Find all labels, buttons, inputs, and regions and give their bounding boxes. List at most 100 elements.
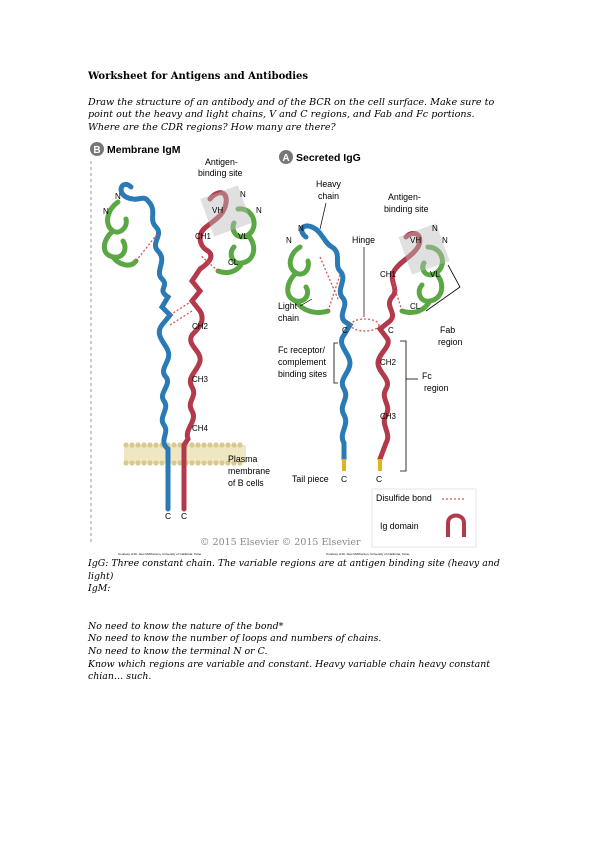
- igg-c-1: C: [342, 326, 348, 335]
- igm-light-chain-right: [215, 206, 257, 276]
- plasma-membrane-label-3: of B cells: [228, 478, 264, 488]
- lipid-head: [153, 442, 159, 448]
- legend-ig-domain-label: Ig domain: [380, 521, 419, 531]
- lipid-head: [135, 442, 141, 448]
- light-chain-label-2: chain: [278, 313, 299, 323]
- lipid-head: [225, 442, 231, 448]
- fab-label-2: region: [438, 337, 463, 347]
- igg-ch3-label: CH3: [380, 412, 397, 421]
- igm-c-right: C: [181, 511, 187, 521]
- lipid-head: [237, 460, 243, 466]
- lipid-head: [159, 460, 165, 466]
- lipid-head: [153, 460, 159, 466]
- lipid-head: [141, 460, 147, 466]
- lipid-head: [213, 442, 219, 448]
- igm-cl-label: CL: [228, 258, 239, 267]
- panel-b-letter: B: [93, 145, 100, 156]
- heavy-chain-label-2: chain: [318, 191, 339, 201]
- igg-c-2: C: [388, 326, 394, 335]
- panel-a-letter: A: [282, 153, 289, 164]
- instructions-text: Draw the structure of an antibody and of…: [88, 97, 495, 133]
- igm-ch1-label: CH1: [195, 232, 212, 241]
- lipid-head: [201, 442, 207, 448]
- panel-a-title: Secreted IgG: [296, 152, 361, 164]
- fc-receptor-label-2: complement: [278, 357, 326, 367]
- igg-light-chain-right: [399, 244, 445, 316]
- panel-b-title: Membrane IgM: [107, 144, 181, 156]
- igm-vl-label: VL: [238, 232, 248, 241]
- notes: IgG: Three constant chain. The variable …: [88, 558, 508, 684]
- lipid-head: [135, 460, 141, 466]
- lipid-head: [141, 442, 147, 448]
- fc-region-label-1: Fc: [422, 371, 432, 381]
- igg-antigen-label-2: binding site: [384, 204, 429, 214]
- lipid-head: [219, 460, 225, 466]
- credit-left: Courtesy of Dr. Alex McPherson, Universi…: [118, 552, 202, 556]
- fab-label-1: Fab: [440, 325, 455, 335]
- lipid-head: [237, 442, 243, 448]
- lipid-head: [195, 442, 201, 448]
- note-igm: IgM:: [88, 583, 111, 595]
- lipid-head: [123, 460, 129, 466]
- note-item-2: No need to know the number of loops and …: [88, 633, 382, 645]
- lipid-head: [123, 442, 129, 448]
- igm-ch3-label: CH3: [192, 375, 209, 384]
- lipid-head: [207, 442, 213, 448]
- igm-antigen-label-1: Antigen-: [205, 157, 238, 167]
- panel-a-badge: [279, 150, 293, 164]
- igg-vh-label: VH: [410, 236, 421, 245]
- lipid-head: [177, 442, 183, 448]
- page-title: Worksheet for Antigens and Antibodies: [88, 71, 309, 82]
- igm-ch2-label: CH2: [192, 322, 209, 331]
- plasma-membrane-label-2: membrane: [228, 466, 270, 476]
- heavy-chain-label-1: Heavy: [316, 179, 342, 189]
- copyright: © 2015 Elsevier © 2015 Elsevier: [200, 537, 361, 548]
- credit-right: Courtesy of Dr. Alex McPherson, Universi…: [326, 552, 410, 556]
- note-item-4: Know which regions are variable and cons…: [88, 658, 490, 683]
- igm-vh-label: VH: [212, 206, 223, 215]
- igg-heavy-chain-right: [375, 230, 423, 462]
- igg-c-4: C: [376, 474, 382, 484]
- igg-vl-label: VL: [430, 270, 440, 279]
- legend-disulfide-label: Disulfide bond: [376, 493, 432, 503]
- lipid-head: [171, 460, 177, 466]
- lipid-head: [195, 460, 201, 466]
- lipid-head: [189, 442, 195, 448]
- lipid-head: [225, 460, 231, 466]
- lipid-head: [177, 460, 183, 466]
- igm-n-left-1: N: [115, 192, 121, 201]
- igg-ch1-label: CH1: [380, 270, 397, 279]
- igm-n-right-2: N: [256, 206, 262, 215]
- fc-receptor-label-1: Fc receptor/: [278, 345, 325, 355]
- lipid-head: [231, 460, 237, 466]
- note-item-3: No need to know the terminal N or C.: [88, 645, 268, 657]
- plasma-membrane-label-1: Plasma: [228, 454, 257, 464]
- igm-light-chain-left: [101, 199, 139, 268]
- hinge-label: Hinge: [352, 235, 375, 245]
- fc-receptor-label-3: binding sites: [278, 369, 328, 379]
- fc-region-label-2: region: [424, 383, 449, 393]
- igg-antigen-label-1: Antigen-: [388, 192, 421, 202]
- lipid-head: [171, 442, 177, 448]
- igm-heavy-chain-left: [118, 181, 174, 512]
- igm-c-left: C: [165, 511, 171, 521]
- igg-n-4: N: [442, 236, 448, 245]
- antibody-figure: B Membrane IgM VH VL CH1 CL CH2 CH3 CH4 …: [88, 139, 480, 557]
- ig-domain-icon: [446, 513, 466, 537]
- lipid-head: [147, 460, 153, 466]
- igg-n-2: N: [298, 224, 304, 233]
- igm-n-right-1: N: [240, 190, 246, 199]
- igm-ch4-label: CH4: [192, 424, 209, 433]
- tail-piece-label: Tail piece: [292, 474, 329, 484]
- panel-b-badge: [90, 142, 104, 156]
- igm-antigen-label-2: binding site: [198, 168, 243, 178]
- lipid-head: [219, 442, 225, 448]
- lipid-head: [201, 460, 207, 466]
- lipid-head: [231, 442, 237, 448]
- igm-n-left-2: N: [103, 207, 109, 216]
- igg-n-3: N: [432, 224, 438, 233]
- igg-cl-label: CL: [410, 302, 421, 311]
- lipid-head: [147, 442, 153, 448]
- lipid-head: [207, 460, 213, 466]
- igm-disulfide-bonds: [135, 232, 219, 326]
